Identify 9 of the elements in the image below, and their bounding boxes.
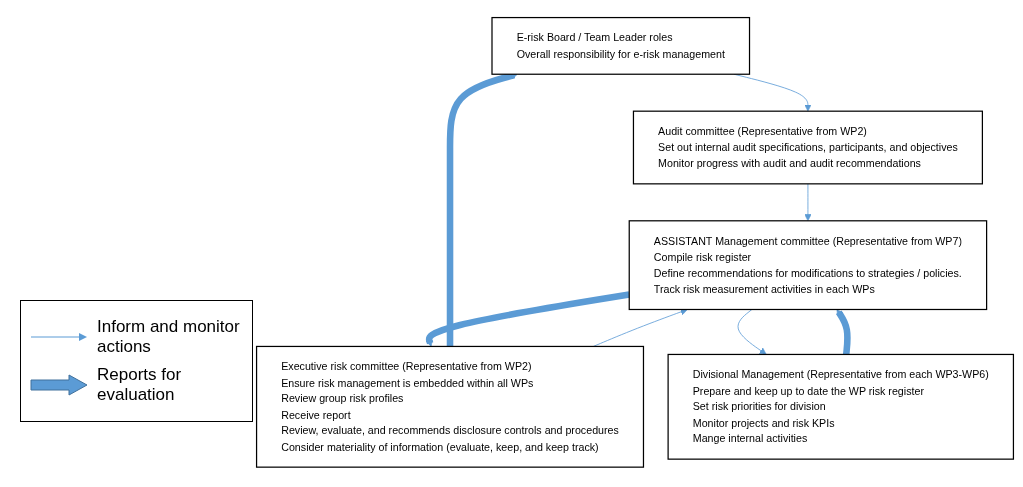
node-box: E-risk Board / Team Leader roles Overall responsibility for e-risk management xyxy=(491,17,751,75)
arrow xyxy=(425,291,630,347)
node-box: Audit committee (Representative from WP2) Set out internal audit specifications, participants, and objectives Monitor progress with audit and audit recommendations xyxy=(632,110,983,185)
legend-text: Inform and monitor actions xyxy=(97,317,241,357)
node-box: ASSISTANT Management committee (Representative from WP7) Compile risk register Define recommendations for modifications to strategies / policies. Track risk measurement activities in each WPs xyxy=(628,220,988,311)
node-box: Executive risk committee (Representative from WP2) Ensure risk management is embedded within all WPs Review group risk profiles Receive report Review, evaluate, and recommends disclosure controls and procedures Consider materiality of information (evaluate, keep, and keep track) xyxy=(255,345,645,468)
arrow xyxy=(835,309,851,355)
legend-text: Reports for evaluation xyxy=(97,365,183,405)
node-box: Divisional Management (Representative from each WP3-WP6) Prepare and keep up to date the WP risk register Set risk priorities for division Monitor projects and risk KPIs Mange internal activities xyxy=(667,353,1015,460)
